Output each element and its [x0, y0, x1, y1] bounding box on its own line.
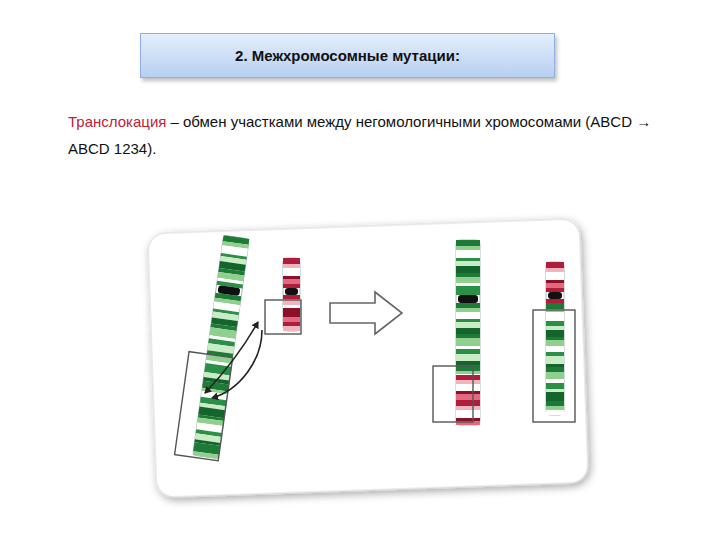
chromosome-band: [283, 322, 300, 326]
chromosome-band: [456, 328, 480, 334]
chromosome-band: [456, 261, 480, 266]
centromere: [458, 295, 478, 303]
chromosome-band: [456, 391, 480, 394]
chromosome-body: [283, 258, 300, 331]
chromosome-band: [546, 356, 564, 364]
centromere: [548, 292, 562, 299]
chromosome-band: [283, 308, 300, 317]
chromosome-band: [546, 379, 564, 383]
red-chromosome: [283, 258, 300, 331]
chromosome-band: [456, 346, 480, 349]
chromosome-band: [546, 330, 564, 337]
chromosome-band: [546, 372, 564, 379]
chromosome-band: [546, 326, 564, 330]
chromosome-band: [546, 283, 564, 288]
segment-frame: [265, 300, 301, 334]
chromosome-group: [175, 235, 575, 460]
chromosome-band: [456, 266, 480, 273]
chromosome-band: [546, 312, 564, 321]
slide-title: 2. Межхромосомные мутации:: [235, 47, 460, 64]
chromosome-band: [546, 389, 564, 392]
chromosome-band: [283, 279, 300, 284]
chromosome-band: [456, 418, 480, 421]
chromosome-band: [283, 258, 300, 264]
chromosome-band: [456, 312, 480, 319]
chromosome-band: [456, 380, 480, 384]
chromosome-band: [456, 240, 480, 246]
exchange-arrow-inner: [212, 330, 262, 398]
chromosome-band: [456, 308, 480, 312]
chromosome-band: [546, 367, 564, 372]
title-box: 2. Межхромосомные мутации:: [140, 33, 555, 78]
chromosome-band: [546, 337, 564, 340]
chromosome-band: [283, 268, 300, 276]
chromosome-band: [456, 400, 480, 406]
chromosome-band: [283, 305, 300, 308]
chromosome-band: [456, 286, 480, 295]
segment-frame: [533, 310, 575, 422]
chromosome-band: [456, 394, 480, 400]
centromere: [285, 288, 298, 295]
chromosome-body: [193, 235, 250, 458]
chromosome-band: [283, 295, 300, 299]
chromosome-band: [546, 262, 564, 268]
result-arrow: [330, 292, 402, 334]
chromosome-band: [283, 284, 300, 288]
chromosome-band: [546, 406, 564, 410]
chromosome-band: [456, 406, 480, 410]
segment-frame: [433, 366, 473, 422]
chromosome-band: [456, 371, 480, 374]
chromosome-band: [456, 277, 480, 283]
derivative-green-chromosome: [456, 240, 480, 425]
chromosome-band: [546, 383, 564, 389]
green-chromosome: [193, 235, 250, 458]
chromosome-body: [546, 262, 564, 415]
chromosome-band: [546, 352, 564, 356]
chromosome-band: [546, 299, 564, 303]
chromosome-band: [456, 250, 480, 258]
chromosome-band: [283, 317, 300, 322]
chromosome-band: [456, 374, 480, 375]
chromosome-band: [546, 392, 564, 401]
chromosome-band: [546, 340, 564, 346]
chromosome-band: [456, 246, 480, 250]
chromosome-band: [283, 326, 300, 331]
chromosome-band: [546, 272, 564, 280]
chromosome-band: [283, 276, 300, 279]
chromosome-band: [456, 354, 480, 361]
chromosome-band: [546, 321, 564, 326]
chromosome-band: [546, 303, 564, 309]
chromosome-band: [546, 288, 564, 292]
chromosome-band: [456, 410, 480, 418]
chromosome-band: [456, 283, 480, 286]
chromosome-band: [546, 364, 564, 367]
chromosome-band: [456, 303, 480, 308]
derivative-red-chromosome: [546, 262, 564, 415]
chromosome-band: [546, 346, 564, 352]
chromosome-band: [456, 322, 480, 328]
chromosome-band: [546, 280, 564, 283]
definition-text: Транслокация– обмен участками между него…: [68, 108, 668, 162]
chromosome-band: [456, 319, 480, 322]
chromosome-band: [456, 361, 480, 365]
chromosome-band: [546, 410, 564, 415]
chromosome-band: [456, 375, 480, 380]
chromosome-body: [456, 240, 480, 425]
chromosome-band: [283, 264, 300, 268]
chromosome-band: [456, 349, 480, 354]
chromosome-band: [546, 268, 564, 272]
chromosome-band: [456, 258, 480, 261]
illustration-card: [148, 219, 589, 498]
segment-frame: [175, 352, 233, 461]
chromosome-band: [456, 273, 480, 277]
chromosome-band: [456, 334, 480, 338]
chromosome-band: [456, 384, 480, 391]
chromosome-band: [546, 401, 564, 406]
term-word: Транслокация: [68, 113, 166, 130]
exchange-arrow-outer: [205, 322, 258, 393]
chromosome-band: [456, 338, 480, 346]
